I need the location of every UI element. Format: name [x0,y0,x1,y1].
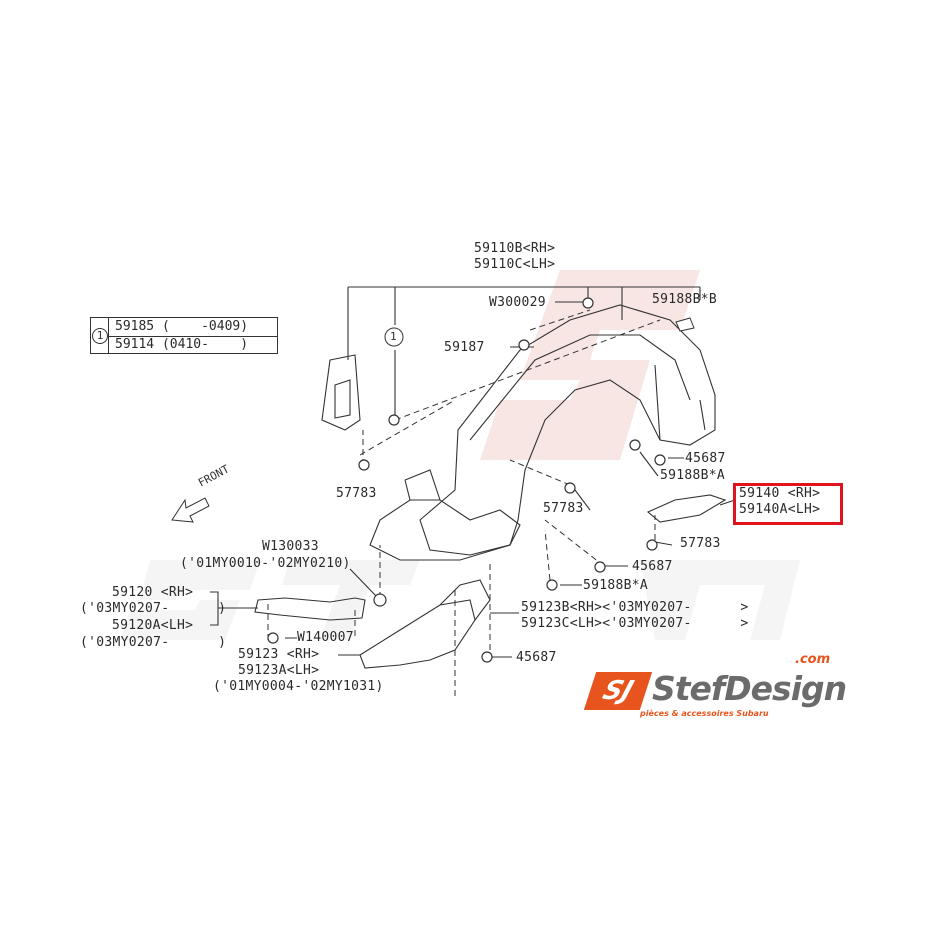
logo-domain: .com [795,652,831,667]
part-label-59140[interactable]: 59140 <RH> [739,486,821,501]
part-label-59123b[interactable]: 59123B<RH><'03MY0207- > [521,600,749,615]
part-label-w130033-years: ('01MY0010-'02MY0210) [180,556,351,571]
part-label-59110b[interactable]: 59110B<RH> [474,241,556,256]
part-label-45687[interactable]: 45687 [685,451,726,466]
part-label-w130033[interactable]: W130033 [262,539,319,554]
fender-liner [419,304,716,556]
part-label-59123c[interactable]: 59123C<LH><'03MY0207- > [521,616,749,631]
part-label-57783[interactable]: 57783 [680,536,721,551]
table-row: 59114 (0410- ) [115,337,249,352]
variant-table: 1 59185 ( -0409) 59114 (0410- ) [90,317,278,354]
part-label-59187[interactable]: 59187 [444,340,485,355]
part-label-w300029[interactable]: W300029 [489,295,546,310]
logo-tagline: pièces & accessoires Subaru [640,709,769,718]
part-label-w140007[interactable]: W140007 [297,630,354,645]
part-label-57783[interactable]: 57783 [336,486,377,501]
part-label-59110c[interactable]: 59110C<LH> [474,257,556,272]
logo-name: StefDesign [652,669,847,708]
part-label-57783[interactable]: 57783 [543,501,584,516]
part-label-59123a[interactable]: 59123A<LH> [238,663,320,678]
part-label-59188bb[interactable]: 59188B*B [652,292,718,307]
rear-flap [321,354,361,431]
table-row: 59185 ( -0409) [115,319,249,334]
part-label-45687[interactable]: 45687 [516,650,557,665]
part-label-45687[interactable]: 45687 [632,559,673,574]
part-label-59120a[interactable]: 59120A<LH> [112,618,194,633]
part-label-59188ba[interactable]: 59188B*A [660,468,726,483]
callout-ref: 1 [92,328,108,344]
highlight-box [733,483,843,525]
part-label-59120-years: ('03MY0207- ) [80,601,227,616]
watermark-shape [120,560,800,640]
part-label-59123[interactable]: 59123 <RH> [238,647,320,662]
watermark [480,270,700,460]
part-label-59123-years: ('01MY0004-'02MY1031) [213,679,384,694]
part-label-59188ba[interactable]: 59188B*A [583,578,649,593]
callout-number: 1 [390,330,397,343]
part-label-59140a[interactable]: 59140A<LH> [739,502,821,517]
front-arrow [171,497,210,523]
part-label-59120a-years: ('03MY0207- ) [80,635,227,650]
part-label-59120[interactable]: 59120 <RH> [112,585,194,600]
